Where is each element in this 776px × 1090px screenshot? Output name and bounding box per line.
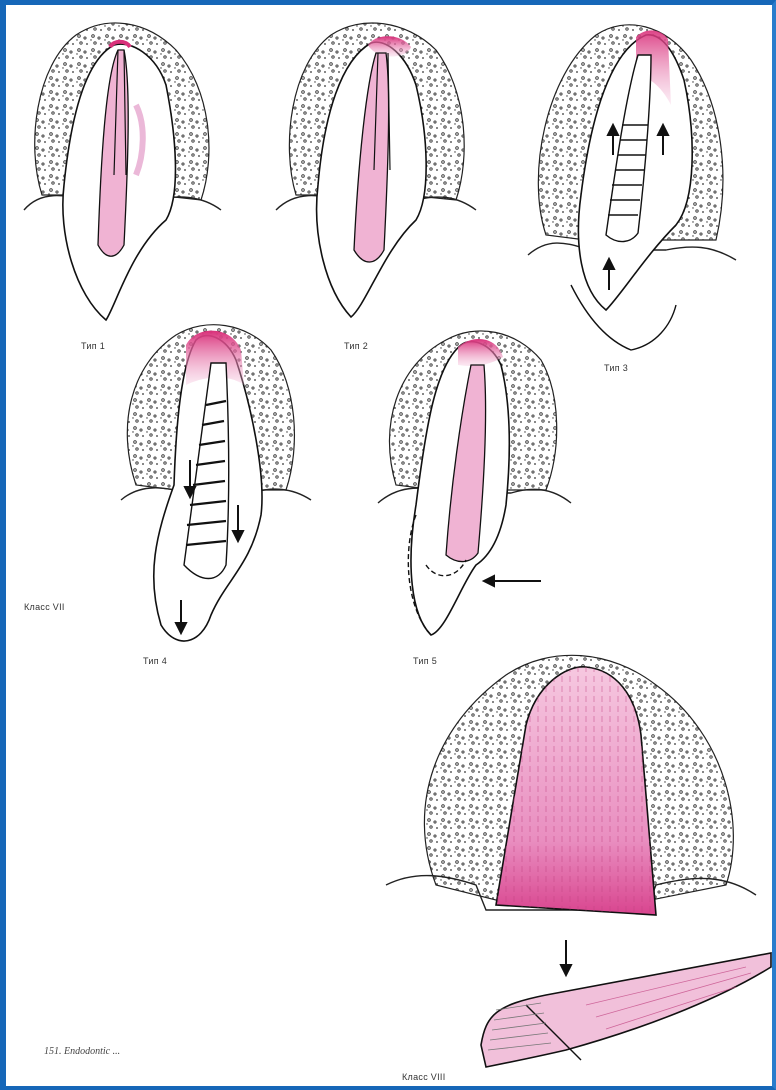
label-type-4: Тип 4 <box>143 656 167 666</box>
arrow-class-8 <box>561 940 571 975</box>
arrow-type-5 <box>484 576 541 586</box>
tooth-type-1 <box>24 23 221 320</box>
class-8-diagram <box>386 655 771 1067</box>
label-type-2: Тип 2 <box>344 341 368 351</box>
label-type-1: Тип 1 <box>81 341 105 351</box>
label-type-3: Тип 3 <box>604 363 628 373</box>
label-class-7: Класс VII <box>24 602 65 612</box>
tooth-type-4 <box>121 325 311 641</box>
periapical-outline-type-3 <box>571 285 676 350</box>
tooth-type-3 <box>528 25 736 350</box>
label-class-8: Класс VIII <box>402 1072 446 1082</box>
label-type-5: Тип 5 <box>413 656 437 666</box>
endodontic-lesions-diagram <box>6 5 772 1086</box>
tooth-type-2 <box>276 23 476 317</box>
figure-caption: 151. Endodontic ... <box>44 1046 120 1057</box>
tooth-type-5 <box>378 331 571 635</box>
extracted-tooth-class-8 <box>481 953 771 1067</box>
